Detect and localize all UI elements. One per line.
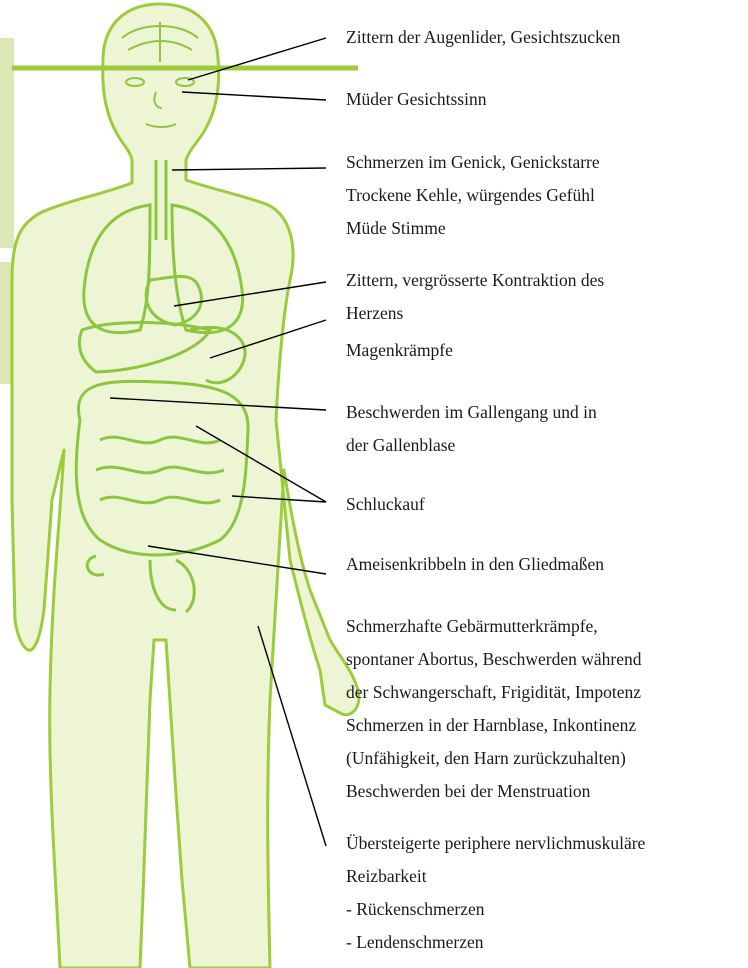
label-eyelids: Zittern der Augenlider, Gesichtszucken: [346, 21, 620, 54]
label-limbs: Ameisenkribbeln in den Gliedmaßen: [346, 548, 604, 581]
label-uterus: Schmerzhafte Gebärmutterkrämpfe, spontan…: [346, 610, 641, 808]
label-neck-throat: Schmerzen im Genick, Genickstarre Trocke…: [346, 146, 600, 245]
label-hiccup: Schluckauf: [346, 488, 425, 521]
label-heart: Zittern, vergrösserte Kontraktion des He…: [346, 264, 604, 330]
label-gallbladder: Beschwerden im Gallengang und in der Gal…: [346, 396, 597, 462]
human-body-figure: [12, 4, 359, 968]
leader-neck: [172, 168, 326, 170]
label-peripheral: Übersteigerte periphere nervlichmuskulär…: [346, 827, 645, 959]
label-stomach: Magenkrämpfe: [346, 334, 453, 367]
label-face-sense: Müder Gesichtssinn: [346, 83, 486, 116]
body-silhouette: [12, 4, 359, 968]
